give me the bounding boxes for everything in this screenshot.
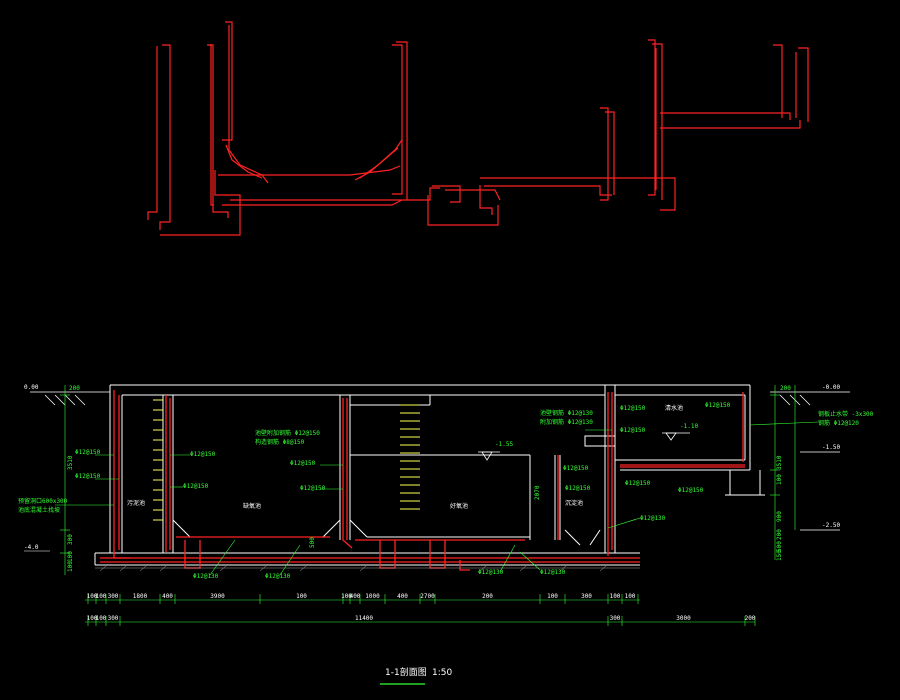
dim-value: 11400	[355, 615, 373, 622]
rebar-label: Φ12@130	[193, 573, 219, 580]
rebar-note: 预留洞口600x300	[18, 497, 68, 505]
dim-value: 100	[547, 593, 558, 600]
ground-line-left	[30, 391, 110, 406]
dim-value: 100	[296, 593, 307, 600]
dim-value: 400	[397, 593, 408, 600]
rebar-label: Φ12@150	[75, 473, 101, 480]
rebar-note: 钢筋 Φ12@120	[818, 419, 859, 427]
vdim-right: 100	[776, 474, 783, 485]
dim-value: 1800	[133, 593, 148, 600]
dim-value: 100	[610, 593, 621, 600]
vertical-dims-left: 200 3510 300 100 100	[67, 385, 80, 572]
rebar-note: 构造钢筋 Φ8@150	[255, 438, 305, 446]
rebar-label: Φ12@130	[640, 515, 666, 522]
dim-value: 300	[108, 615, 119, 622]
dim-value: 100	[87, 615, 98, 622]
mid-dim-2070: 2070	[534, 485, 541, 500]
rebar-label: Φ12@150	[75, 449, 101, 456]
dim-value: 100	[96, 615, 107, 622]
dim-value: 3900	[210, 593, 225, 600]
rebar-note: 钢板止水带 -3x300	[818, 410, 874, 418]
level-right-mid: -1.50	[822, 444, 840, 451]
section-rebars	[100, 390, 745, 571]
rebar-note: 池底混凝土找坡	[18, 506, 60, 514]
vdim-right: 3510	[776, 455, 783, 470]
room-label-2: 缺氧池	[243, 502, 261, 510]
vdim-right: 200	[780, 385, 791, 392]
section-view: 0.00 -4.0	[18, 384, 874, 626]
rebar-label: Φ12@150	[563, 465, 589, 472]
room-label-5: 清水池	[665, 404, 683, 412]
vdim-right: 900	[776, 511, 783, 522]
vertical-dims-right: 200 3510 100 900 200 500 150	[776, 385, 791, 561]
water-level-marker-right	[662, 432, 690, 441]
dim-value: 100	[96, 593, 107, 600]
rebar-layout-detail	[147, 21, 809, 236]
rebar-annotations: Φ12@150 Φ12@150 Φ12@150 Φ12@150 Φ12@150 …	[18, 402, 874, 580]
rebar-label: Φ12@150	[183, 483, 209, 490]
rebar-note: 池壁附加钢筋 Φ12@150	[255, 429, 320, 437]
vdim-right: 150	[776, 550, 783, 561]
rebar-note: 池壁钢筋 Φ12@130	[540, 409, 593, 417]
dim-value: 2700	[420, 593, 435, 600]
level-left-bottom: -4.0	[24, 544, 39, 551]
rebar-label: Φ12@150	[625, 480, 651, 487]
level-right-low: -2.50	[822, 522, 840, 529]
tank-outline	[94, 384, 765, 566]
dim-value: 100	[625, 593, 636, 600]
drawing-title: 1-1剖面图	[385, 666, 427, 678]
rebar-note: 附加钢筋 Φ12@130	[540, 418, 593, 426]
vdim-left: 100	[67, 551, 74, 562]
water-level-marker-mid	[478, 451, 500, 461]
rebar-label: Φ12@130	[478, 569, 504, 576]
rebar-label: Φ12@130	[540, 569, 566, 576]
drawing-scale: 1:50	[432, 668, 452, 678]
ladder-left	[153, 399, 163, 521]
ladder-middle	[400, 404, 420, 510]
rebar-label: Φ12@150	[300, 485, 326, 492]
dim-value: 100	[341, 593, 352, 600]
vdim-right: 500	[776, 541, 783, 552]
dim-value: 400	[162, 593, 173, 600]
level-right-top: -0.00	[822, 384, 840, 391]
dim-value: 100	[87, 593, 98, 600]
rebar-label: Φ12@150	[678, 487, 704, 494]
water-level-mid: -1.55	[495, 441, 513, 448]
room-label-3: 好氧池	[450, 502, 468, 510]
vertical-dims-lines	[60, 385, 796, 575]
dim-value: 200	[482, 593, 493, 600]
vdim-right: 200	[776, 529, 783, 540]
drawing-title-block: 1-1剖面图 1:50	[380, 666, 452, 685]
rebar-label: Φ12@150	[190, 451, 216, 458]
vdim-left: 200	[69, 385, 80, 392]
level-left-top: 0.00	[24, 384, 39, 391]
dim-value: 3000	[676, 615, 691, 622]
rebar-label: Φ12@150	[565, 485, 591, 492]
dim-value: 300	[581, 593, 592, 600]
dim-value: 300	[108, 593, 119, 600]
dim-value: 300	[610, 615, 621, 622]
rebar-label: Φ12@150	[620, 427, 646, 434]
vdim-left: 3510	[67, 455, 74, 470]
dim-value: 1000	[365, 593, 380, 600]
dim-value: 200	[745, 615, 756, 622]
room-label-4: 沉淀池	[565, 499, 583, 507]
water-level-right: -1.10	[680, 423, 698, 430]
rebar-label: Φ12@150	[620, 405, 646, 412]
rebar-label: Φ12@150	[705, 402, 731, 409]
rebar-label: Φ12@130	[265, 573, 291, 580]
room-label-1: 污泥池	[127, 499, 145, 507]
vdim-left: 100	[67, 561, 74, 572]
mid-dim-500: 500	[309, 537, 316, 548]
rebar-label: Φ12@150	[290, 460, 316, 467]
blinding-layer	[95, 565, 640, 572]
dim-value: 400	[350, 593, 361, 600]
vdim-left: 300	[67, 534, 74, 545]
